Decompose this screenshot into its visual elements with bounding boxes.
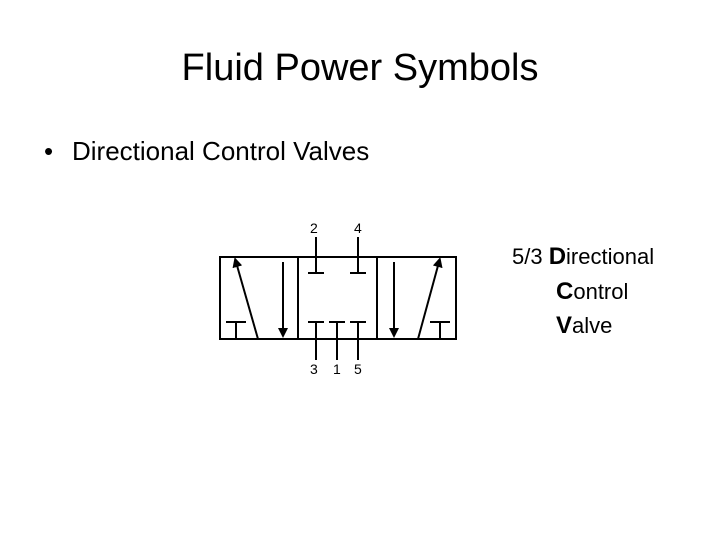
port-label-1: 1 [333,361,341,377]
bullet-item: • Directional Control Valves [44,134,369,168]
bullet-marker: • [44,136,54,166]
caption-initial-v: V [556,312,573,339]
caption-initial-c: C [556,278,574,305]
caption-rest-3: alve [572,313,613,338]
valve-caption-line2: Control [556,275,628,309]
caption-rest-1: irectional [566,244,655,269]
port-label-5: 5 [354,361,362,377]
valve-caption-line3: Valve [556,309,612,343]
bullet-text: Directional Control Valves [72,136,370,166]
caption-initial-d: D [548,243,567,270]
port-label-2: 2 [310,220,318,236]
caption-prefix: 5/3 [512,244,549,269]
left-flow-arrow-up [232,257,259,340]
caption-rest-2: ontrol [573,279,629,304]
port-label-4: 4 [354,220,362,236]
port-label-3: 3 [310,361,318,377]
valve-caption-line1: 5/3 Directional [512,240,654,274]
slide-title: Fluid Power Symbols [181,47,539,89]
right-flow-arrow-up [417,257,443,340]
